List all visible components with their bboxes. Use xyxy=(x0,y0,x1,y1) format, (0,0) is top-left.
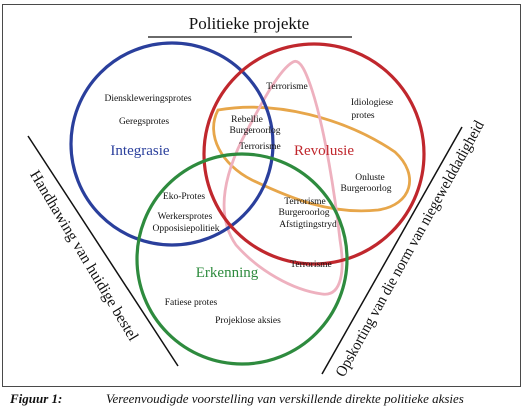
item-terrorisme-mid: Terrorisme xyxy=(239,142,281,152)
orange-loop xyxy=(212,105,411,213)
item-terrorisme-center: Terrorisme xyxy=(284,197,326,207)
item-terrorisme-top: Terrorisme xyxy=(266,82,308,92)
item-eko-protes: Eko-Protes xyxy=(163,192,206,202)
side-label-right: Opskorting van die norm van niegewelddad… xyxy=(332,118,488,380)
item-burgeroorlog-2: Burgeroorlog xyxy=(340,184,391,194)
circle-revolusie xyxy=(202,42,426,266)
caption-label: Figuur 1: xyxy=(10,391,63,406)
item-onluste: Onluste xyxy=(355,173,385,183)
item-idiologiese-1: Idiologiese xyxy=(351,98,393,108)
circle-integrasie xyxy=(69,41,275,247)
item-dienslewering: Dienskleweringsprotes xyxy=(104,94,191,104)
right-slant-line xyxy=(321,126,463,375)
label-revolusie: Revolusie xyxy=(294,143,354,159)
label-erkenning: Erkenning xyxy=(196,265,259,281)
item-projeklose: Projeklose aksies xyxy=(215,316,281,326)
circle-erkenning xyxy=(135,152,349,366)
label-integrasie: Integrasie xyxy=(110,143,169,159)
figure-frame xyxy=(2,4,521,387)
item-fatiese: Fatiese protes xyxy=(165,298,218,308)
item-burgeroorlog-1: Burgeroorlog xyxy=(229,126,280,136)
diagram-title: Politieke projekte xyxy=(189,14,309,33)
item-burgeroorlog-center: Burgeroorlog xyxy=(278,208,329,218)
left-slant-line xyxy=(27,135,179,367)
item-werkersprotes: Werkersprotes xyxy=(158,212,213,222)
item-rebellie: Rebellie xyxy=(231,115,263,125)
figure-caption: Figuur 1: Vereenvoudigde voorstelling va… xyxy=(8,390,520,410)
item-terrorisme-low: Terrorisme xyxy=(290,260,332,270)
caption-text: Vereenvoudigde voorstelling van verskill… xyxy=(106,391,464,406)
item-geregsprotes: Geregsprotes xyxy=(119,117,169,127)
pink-loop xyxy=(222,59,344,296)
item-idiologiese-2: protes xyxy=(351,111,375,121)
item-afstigting: Afstigtingstryd xyxy=(279,219,337,230)
item-opposisie: Opposisiepolitiek xyxy=(152,224,219,234)
